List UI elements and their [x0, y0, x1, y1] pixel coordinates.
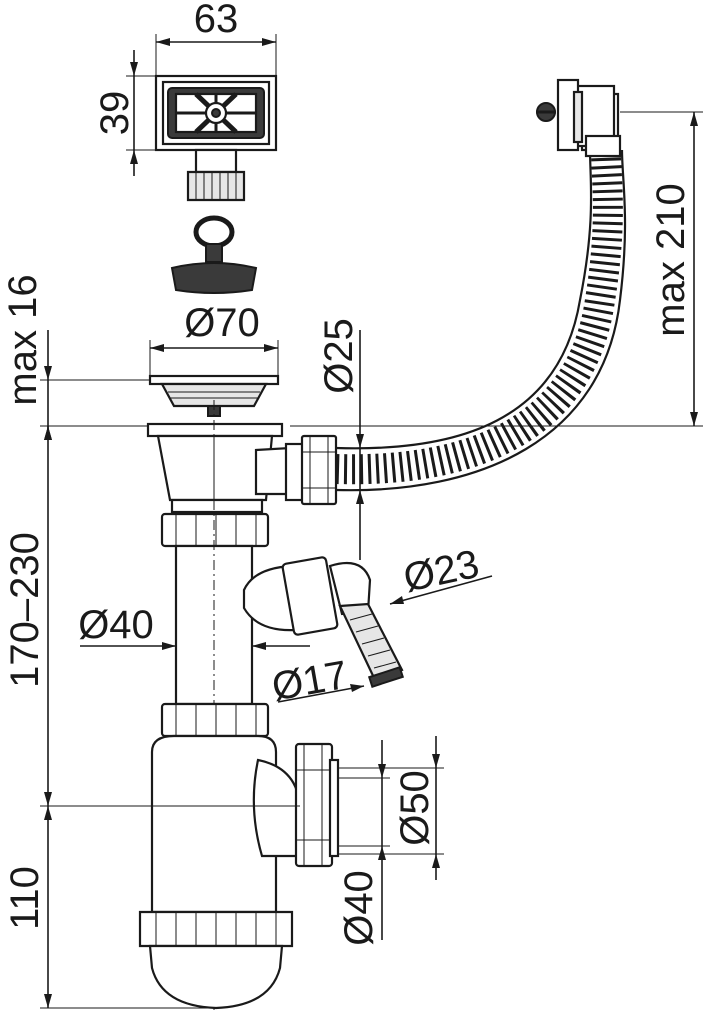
strainer-width-label: 63	[194, 0, 239, 41]
hose-length-label: max 210	[649, 183, 693, 336]
trap-height-label: 110	[3, 866, 47, 930]
dimension-hose-diameter: Ø25	[290, 318, 703, 560]
overflow-strainer	[154, 74, 278, 202]
dimension-height-range: 170–230	[3, 426, 300, 807]
outlet-inner-diameter-label: Ø40	[337, 870, 381, 946]
dimension-plug-diameter: Ø70	[149, 301, 279, 380]
dimension-pipe-diameter: Ø40	[78, 603, 310, 650]
sink-plug	[170, 215, 258, 294]
plug-diameter-label: Ø70	[184, 301, 260, 345]
dimension-strainer-height: 39	[93, 50, 156, 176]
trap-outlet	[252, 742, 340, 868]
height-range-label: 170–230	[3, 532, 47, 688]
dimension-outlet-inner-diameter: Ø40	[337, 740, 390, 946]
strainer-height-label: 39	[93, 91, 137, 136]
outlet-body	[146, 422, 284, 514]
outlet-diameter-label: Ø50	[393, 770, 437, 846]
dimension-flange-thickness: max 16	[1, 274, 150, 440]
flange-thickness-label: max 16	[1, 274, 45, 405]
dimension-strainer-width: 63	[155, 0, 277, 76]
connector-diameter-label: Ø23	[400, 542, 483, 601]
dimension-outlet-diameter: Ø50	[338, 736, 444, 880]
bottle-trap	[138, 702, 294, 1010]
hose-diameter-label: Ø25	[317, 318, 361, 394]
spigot-diameter-label: Ø17	[269, 653, 351, 709]
dimension-trap-height: 110	[3, 806, 216, 1009]
dimension-spigot-diameter: Ø17	[269, 653, 365, 709]
dimension-connector-diameter: Ø23	[389, 542, 493, 605]
pipe-diameter-label: Ø40	[78, 603, 154, 647]
overflow-hose	[335, 78, 627, 492]
appliance-branch	[242, 556, 405, 688]
dimension-hose-length: max 210	[620, 111, 703, 426]
overflow-connector	[254, 434, 338, 506]
